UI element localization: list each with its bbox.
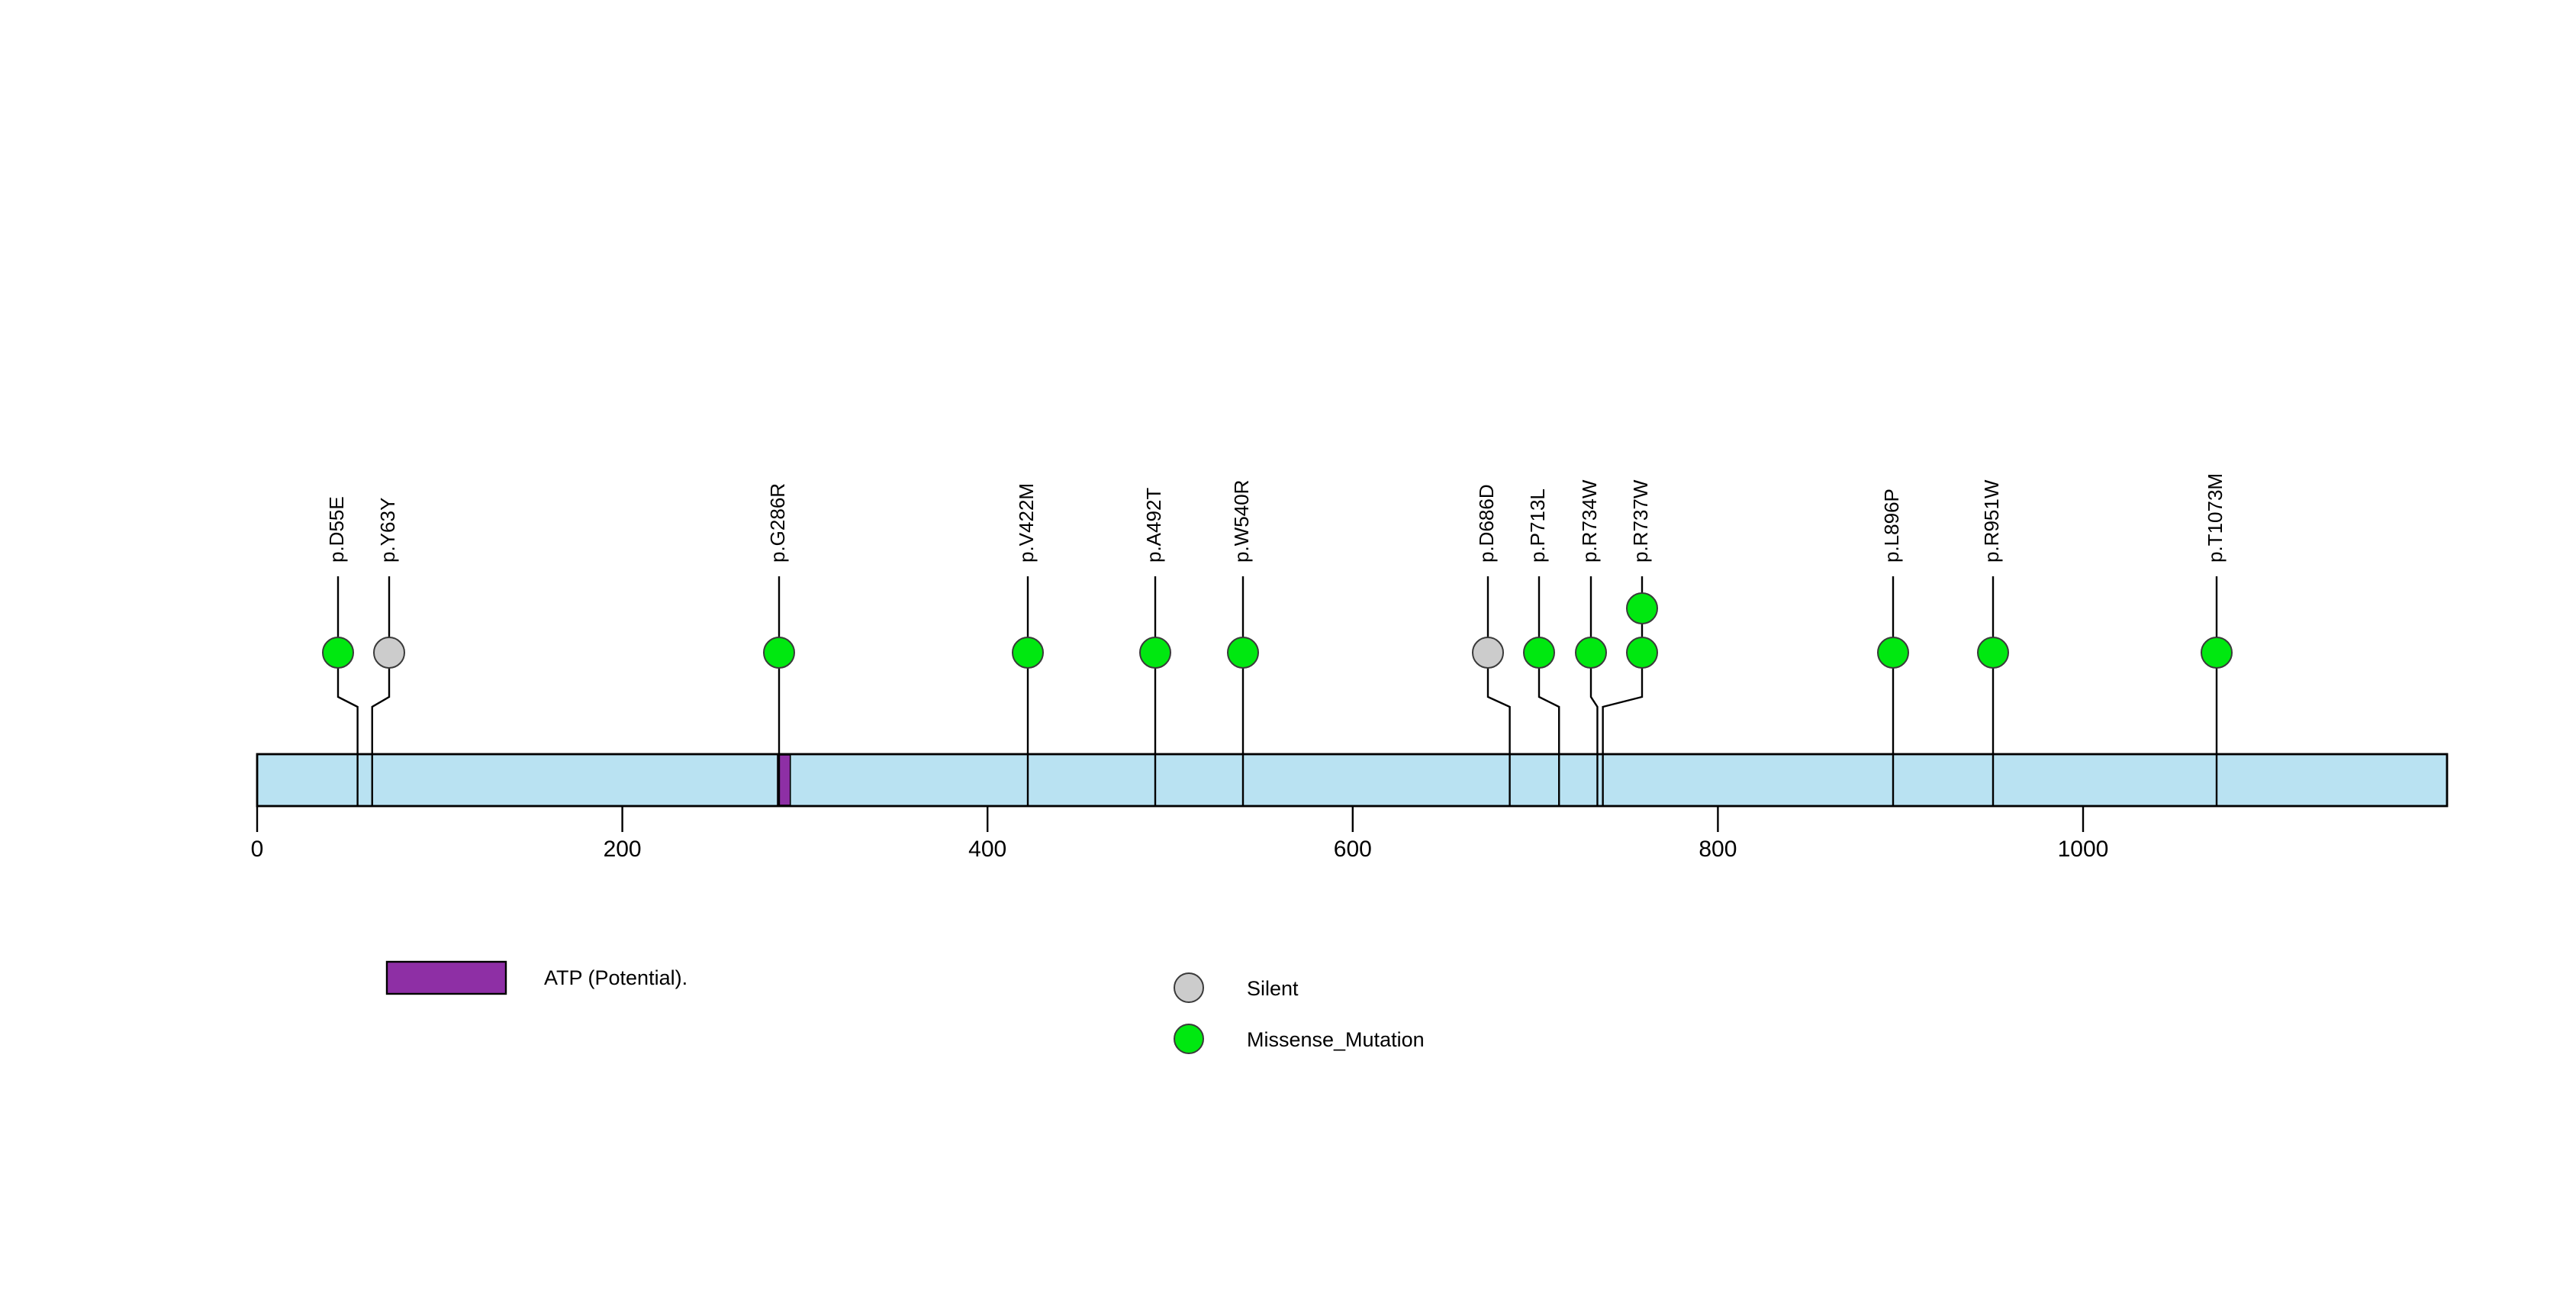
axis-tick-label: 200 bbox=[604, 837, 642, 862]
mutation-label: p.D55E bbox=[325, 496, 348, 563]
legend-mutation-swatch[interactable] bbox=[1174, 972, 1204, 1003]
mutation-label: p.G286R bbox=[766, 483, 789, 563]
axis-tick-label: 0 bbox=[251, 837, 264, 862]
legend-mutation-label: Missense_Mutation bbox=[1247, 1028, 1425, 1051]
protein-backbone-group bbox=[256, 753, 2449, 808]
mutation-marker[interactable] bbox=[763, 637, 795, 669]
mutation-label: p.A492T bbox=[1142, 488, 1165, 563]
mutation-marker[interactable] bbox=[1523, 637, 1555, 669]
mutation-marker[interactable] bbox=[322, 637, 354, 669]
legend-domain-swatch[interactable] bbox=[385, 960, 507, 995]
axis-tick-label: 400 bbox=[968, 837, 1006, 862]
mutation-label: p.L896P bbox=[1880, 489, 1903, 563]
mutation-stem bbox=[371, 668, 391, 806]
mutation-stem bbox=[336, 668, 359, 806]
mutation-stem bbox=[1602, 668, 1644, 806]
axis-tick-label: 600 bbox=[1334, 837, 1372, 862]
mutation-marker[interactable] bbox=[1472, 637, 1504, 669]
mutation-marker[interactable] bbox=[1575, 637, 1607, 669]
mutation-label: p.Y63Y bbox=[376, 498, 399, 563]
axis-tick-label: 800 bbox=[1699, 837, 1737, 862]
mutation-stem bbox=[1589, 668, 1599, 806]
mutation-marker[interactable] bbox=[1626, 637, 1658, 669]
mutation-label: p.R734W bbox=[1578, 479, 1601, 563]
mutation-label: p.T1073M bbox=[2204, 473, 2227, 563]
protein-backbone[interactable] bbox=[256, 753, 2449, 808]
legend-domain-label: ATP (Potential). bbox=[544, 966, 687, 989]
axis-tick-label: 1000 bbox=[2058, 837, 2109, 862]
mutation-stem bbox=[1486, 668, 1511, 806]
lollipop-stems-layer bbox=[336, 576, 2218, 806]
mutation-label: p.D686D bbox=[1475, 484, 1498, 563]
mutation-marker[interactable] bbox=[1877, 637, 1909, 669]
mutation-marker[interactable] bbox=[2201, 637, 2233, 669]
legend-mutation-label: Silent bbox=[1247, 977, 1299, 1000]
lollipop-markers-layer bbox=[322, 592, 2233, 669]
mutation-label: p.R737W bbox=[1629, 479, 1652, 563]
mutation-marker[interactable] bbox=[1012, 637, 1044, 669]
x-axis: 0 200 400 600 800 1000 bbox=[251, 806, 2109, 862]
mutation-label: p.V422M bbox=[1015, 483, 1038, 563]
mutation-marker[interactable] bbox=[1977, 637, 2009, 669]
mutation-marker[interactable] bbox=[373, 637, 405, 669]
mutation-labels-layer: p.D55E p.Y63Y p.G286R p.V422M p.A492T p.W540R… bbox=[325, 473, 2227, 563]
legend-mutation-swatch[interactable] bbox=[1174, 1024, 1204, 1054]
mutation-stem bbox=[1538, 668, 1560, 806]
mutation-label: p.P713L bbox=[1526, 489, 1549, 563]
mutation-marker[interactable] bbox=[1139, 637, 1171, 669]
mutation-marker[interactable] bbox=[1227, 637, 1259, 669]
mutation-label: p.W540R bbox=[1230, 480, 1253, 563]
mutation-marker[interactable] bbox=[1626, 592, 1658, 624]
mutation-label: p.R951W bbox=[1980, 479, 2003, 563]
